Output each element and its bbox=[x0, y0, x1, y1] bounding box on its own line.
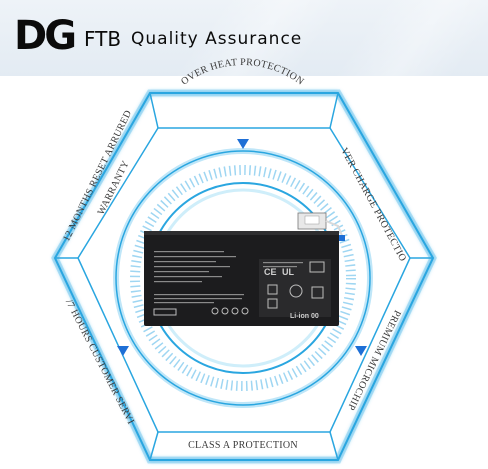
brand-logo-suffix: FTB bbox=[84, 27, 122, 51]
ul-mark-icon: UL bbox=[282, 267, 294, 277]
arrow-down-icon bbox=[237, 139, 249, 149]
feature-bottom-label: CLASS A PROTECTION bbox=[188, 440, 298, 451]
hexagon-dividers bbox=[55, 92, 433, 461]
brand-tagline: Quality Assurance bbox=[131, 29, 303, 49]
feature-bottom-right-label: PREMIUM MICROCHIP bbox=[345, 308, 403, 412]
ce-mark-icon: CE bbox=[264, 267, 277, 277]
feature-top-right-label: OVER CHARGE PROTECTION bbox=[0, 0, 408, 264]
battery-image: CE UL Li-ion 00 bbox=[144, 212, 345, 326]
arrow-down-icon bbox=[117, 346, 129, 356]
ring-ticks bbox=[130, 165, 356, 391]
brand-logo-mark: DG bbox=[14, 13, 77, 59]
arrow-down-icon bbox=[355, 346, 367, 356]
header-banner bbox=[0, 0, 488, 76]
ring-outer bbox=[115, 150, 371, 406]
battery-type-label: Li-ion 00 bbox=[290, 313, 319, 320]
feature-bottom-left-label: 24/7 HOURS CUSTOMER SERVICE bbox=[0, 0, 136, 426]
feature-top-label: OVER HEAT PROTECTION bbox=[179, 57, 306, 88]
